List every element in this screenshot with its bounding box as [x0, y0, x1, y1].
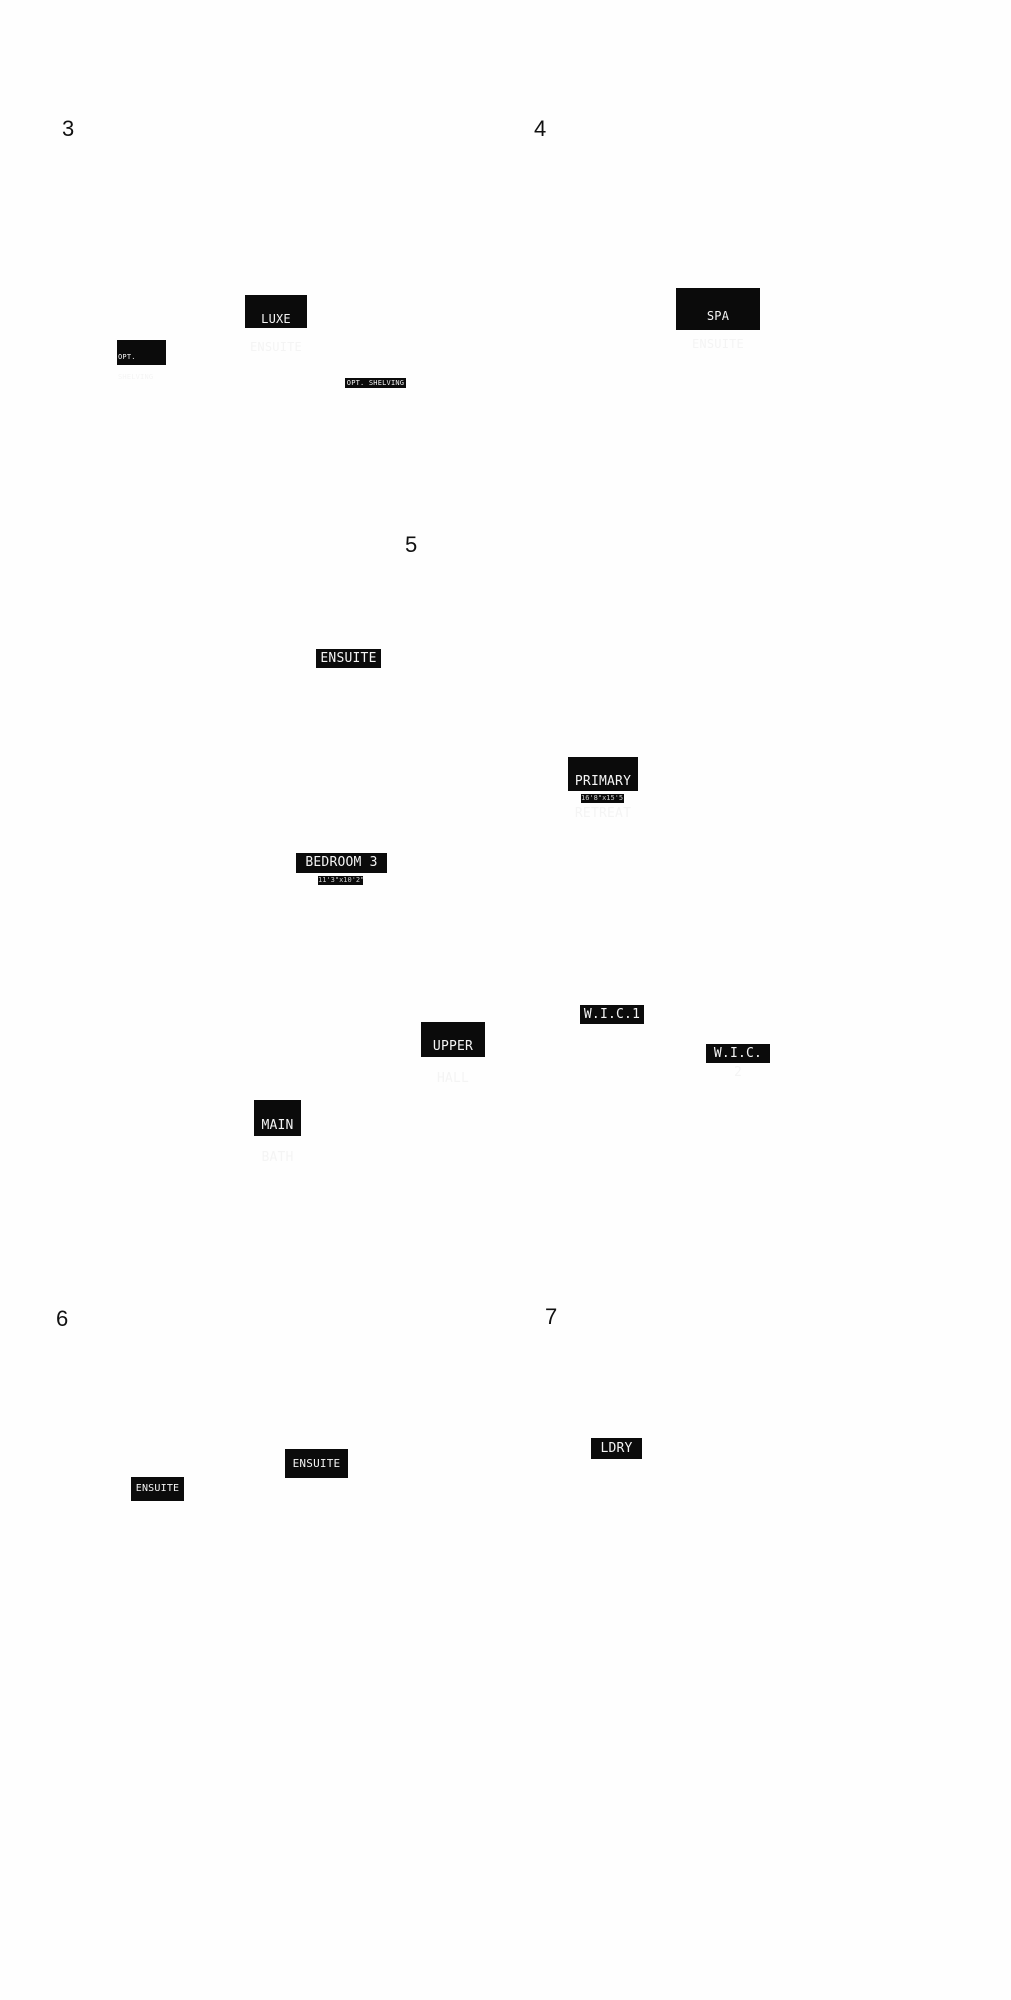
room-label-line: ENSUITE — [692, 337, 744, 351]
room-label-ensuite: ENSUITE — [285, 1449, 348, 1478]
room-label-line: SPA — [706, 309, 730, 323]
option-number-4: 4 — [534, 116, 547, 141]
room-label-upper-hall: UPPER HALL — [421, 1022, 485, 1086]
room-label-ldry: LDRY — [591, 1438, 642, 1459]
room-label-line: LUXE — [261, 312, 291, 326]
room-label-wic-2: W.I.C. 2 — [706, 1044, 770, 1080]
room-label-line: PRIMARY — [574, 774, 632, 789]
room-label-line: BATH — [261, 1150, 294, 1165]
room-label-primary-retreat: PRIMARY RETREAT — [568, 757, 638, 821]
room-label-line: UPPER — [432, 1039, 474, 1054]
room-dimension-bedroom-3: 11'3"x10'2" — [318, 876, 363, 885]
room-label-main-bath: MAIN BATH — [254, 1100, 301, 1165]
room-label-opt-shelving: OPT. SHELVING — [117, 340, 166, 381]
room-label-line: RETREAT — [574, 806, 632, 821]
room-label-opt-shelving-wide: OPT. SHELVING — [345, 378, 406, 388]
room-label-luxe-ensuite: LUXE ENSUITE — [245, 295, 307, 354]
room-label-line: SHELVING — [118, 373, 154, 381]
room-label-bedroom-3: BEDROOM 3 — [296, 853, 387, 873]
room-label-line: ENSUITE — [250, 340, 302, 354]
room-label-ensuite: ENSUITE — [316, 649, 381, 668]
room-label-line: OPT. — [118, 353, 136, 361]
room-label-ensuite: ENSUITE — [131, 1477, 184, 1501]
room-label-line: MAIN — [261, 1118, 294, 1133]
option-number-5: 5 — [405, 532, 418, 557]
option-number-6: 6 — [56, 1306, 69, 1331]
option-number-3: 3 — [62, 116, 75, 141]
room-label-line: HALL — [436, 1071, 470, 1086]
room-label-spa-ensuite: SPA ENSUITE — [676, 288, 760, 351]
option-number-7: 7 — [545, 1304, 558, 1329]
room-label-wic-1: W.I.C.1 — [580, 1005, 644, 1024]
room-dimension-primary-retreat: 16'8"x15'5" — [581, 794, 624, 803]
